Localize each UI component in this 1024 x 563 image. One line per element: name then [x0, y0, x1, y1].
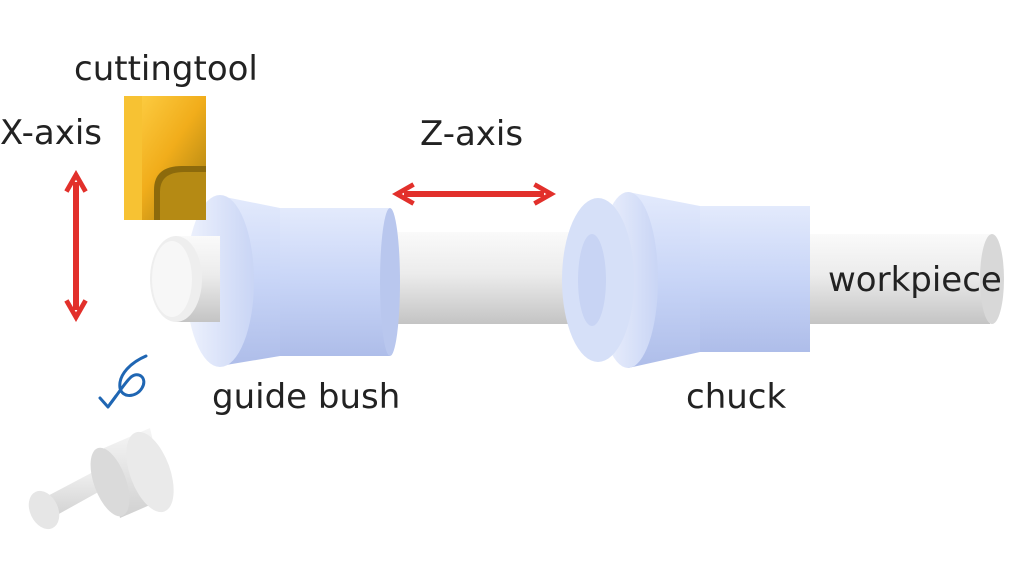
workpiece-rod [780, 234, 1004, 324]
cutting-tool-label: cuttingtool [74, 49, 258, 89]
chuck [562, 192, 810, 368]
cutting-tool [124, 96, 206, 220]
rotation-arrow-icon [98, 354, 148, 409]
bar-stock-front [150, 236, 220, 322]
x-axis-label: X-axis [0, 113, 102, 153]
workpiece-label: workpiece [828, 260, 1002, 300]
finished-part [28, 428, 174, 530]
guide-bush-label: guide bush [212, 377, 400, 417]
z-axis-label: Z-axis [420, 114, 523, 154]
chuck-label: chuck [686, 377, 786, 417]
